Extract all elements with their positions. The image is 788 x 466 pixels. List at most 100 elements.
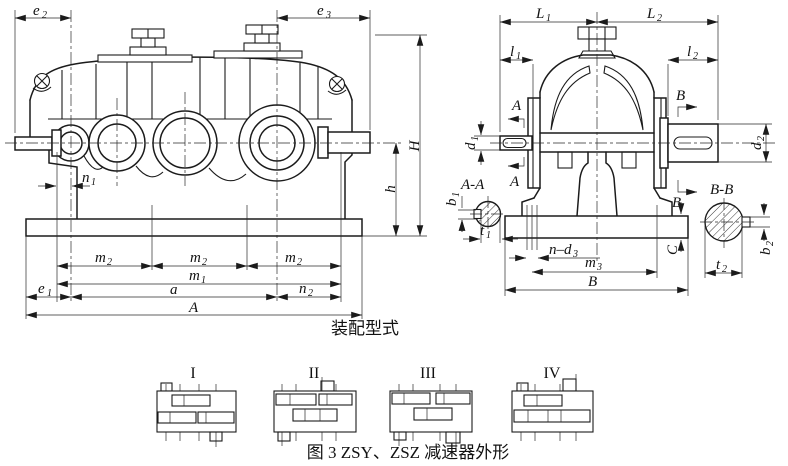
assembly-type-4: IV [511,365,594,441]
dim-label-L2: L 2 [646,6,662,24]
side-view-centerlines [5,10,427,319]
section-letter-b-top: B [676,88,685,104]
svg-text:n–d: n–d [549,242,572,258]
dim-label-A: A [188,300,199,316]
section-letter-a-top: A [511,98,522,114]
svg-text:L: L [646,6,655,22]
section-aa-title: A-A [460,177,485,193]
section-aa-detail: A-A b 1 t 1 [444,177,518,243]
assembly-type-1-label: I [190,365,195,382]
svg-text:A: A [188,300,199,316]
svg-text:t: t [716,257,721,273]
end-view: A A B B A-A b 1 t 1 [444,6,776,296]
svg-text:m: m [95,250,106,266]
dim-label-l1: l 1 [510,44,521,62]
svg-text:a: a [170,282,178,298]
side-view-housing [25,56,363,237]
svg-text:2: 2 [308,288,313,299]
svg-text:b: b [758,247,774,255]
dim-label-e3: e 3 [317,3,331,21]
end-view-shafts [490,12,775,262]
svg-text:b: b [444,198,460,206]
svg-text:e: e [33,3,40,19]
svg-text:2: 2 [297,257,302,268]
dim-label-n1: n 1 [82,170,96,188]
svg-text:1: 1 [486,230,491,241]
assembly-type-4-label: IV [544,365,561,382]
svg-text:d: d [749,142,765,150]
dim-label-e2: e 2 [33,3,47,21]
dim-label-b2: b 2 [758,241,776,255]
dim-label-m2-1: m 2 [95,250,112,268]
section-letter-a-bottom: A [509,174,520,190]
dim-label-t1: t 1 [480,223,491,241]
svg-text:m: m [585,255,596,271]
dim-label-d2: d 2 [749,136,767,150]
svg-text:2: 2 [756,136,767,141]
dim-label-b1: b 1 [444,192,462,206]
svg-text:t: t [480,223,485,239]
svg-text:l: l [510,44,514,60]
svg-text:d: d [463,142,479,150]
section-bb-detail: B-B b 2 t 2 [700,182,776,278]
svg-text:1: 1 [470,136,481,141]
svg-text:B: B [588,274,597,290]
section-letter-b-bottom: B [672,195,681,211]
svg-text:1: 1 [516,51,521,62]
dim-label-m2-2: m 2 [190,250,207,268]
svg-text:2: 2 [657,13,662,24]
dim-label-H: H [407,139,423,152]
svg-text:1: 1 [546,13,551,24]
dim-label-m3: m 3 [585,255,602,273]
svg-text:l: l [687,44,691,60]
assembly-type-3-label: III [420,365,436,382]
svg-text:2: 2 [202,257,207,268]
dim-label-m1: m 1 [189,268,206,286]
svg-text:e: e [38,281,45,297]
svg-text:3: 3 [325,10,331,21]
end-view-dimensions: L 1 L 2 l 1 l 2 d 1 d 2 [463,6,772,296]
eye-bolt-right-icon [327,75,347,95]
dim-label-m2-3: m 2 [285,250,302,268]
dim-label-B: B [588,274,597,290]
side-view-dimensions: e 2 e 3 H h n 1 m 2 m 2 [14,3,424,319]
svg-text:m: m [285,250,296,266]
assembly-type-1: I [156,365,237,447]
section-bb-title: B-B [710,182,733,198]
assembly-section-label: 装配型式 [331,319,399,338]
assembly-type-2: II [273,365,357,446]
svg-text:h: h [383,185,399,193]
dim-label-t2: t 2 [716,257,727,275]
svg-text:2: 2 [722,264,727,275]
figure-caption: 图 3 ZSY、ZSZ 减速器外形 [307,443,510,462]
dim-label-e1: e 1 [38,281,52,299]
dim-label-C: C [665,244,681,255]
assembly-type-2-label: II [309,365,320,382]
dim-label-h: h [383,185,399,193]
svg-text:m: m [189,268,200,284]
svg-text:1: 1 [451,192,462,197]
svg-text:3: 3 [572,249,578,260]
svg-text:1: 1 [201,275,206,286]
dim-label-n2: n 2 [299,281,313,299]
assembly-types: I II III [156,365,594,448]
svg-text:L: L [535,6,544,22]
svg-text:1: 1 [91,177,96,188]
svg-text:m: m [190,250,201,266]
svg-text:2: 2 [765,241,776,246]
svg-text:n: n [299,281,307,297]
svg-text:2: 2 [42,10,47,21]
side-view-covers [97,24,303,63]
assembly-type-3: III [389,365,473,448]
svg-text:3: 3 [596,262,602,273]
dim-label-a: a [170,282,178,298]
dim-label-nd3: n–d 3 [549,242,578,260]
svg-text:H: H [407,139,423,152]
eye-bolt-left-icon [32,72,52,92]
section-cutting-arrows: A A B B [507,88,698,211]
side-view: e 2 e 3 H h n 1 m 2 m 2 [5,3,427,319]
svg-text:n: n [82,170,90,186]
svg-text:C: C [665,244,681,255]
